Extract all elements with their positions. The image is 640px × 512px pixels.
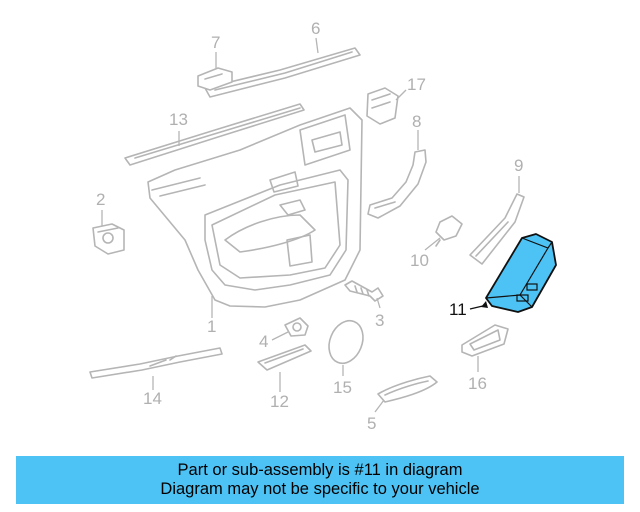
leader-5 xyxy=(374,399,385,413)
leader-4 xyxy=(271,331,289,341)
part-4-fastener xyxy=(284,317,309,337)
callout-12: 12 xyxy=(270,392,289,411)
callout-3: 3 xyxy=(375,311,384,330)
part-2-clip xyxy=(92,223,125,255)
callout-6: 6 xyxy=(311,19,320,38)
info-banner: Part or sub-assembly is #11 in diagram D… xyxy=(16,456,624,504)
leader-3 xyxy=(376,297,381,309)
part-11-switch-bezel xyxy=(485,233,557,313)
parts-diagram: 1 2 3 4 5 6 7 8 9 10 11 12 13 14 15 16 1… xyxy=(89,19,557,433)
banner-disclaimer: Diagram may not be specific to your vehi… xyxy=(160,480,480,498)
callout-16: 16 xyxy=(468,374,487,393)
callout-1: 1 xyxy=(207,317,216,336)
leader-6 xyxy=(315,37,319,54)
leader-17 xyxy=(395,89,407,101)
part-5-lens xyxy=(377,375,438,403)
part-17-switch xyxy=(366,87,399,125)
part-9-armrest-trim xyxy=(469,193,525,265)
callout-5: 5 xyxy=(367,414,376,433)
callout-13: 13 xyxy=(169,110,188,129)
part-7-bracket xyxy=(197,67,233,91)
callout-10: 10 xyxy=(410,251,429,270)
callout-8: 8 xyxy=(412,112,421,131)
part-6-belt-molding xyxy=(204,47,361,98)
leader-11-arrowhead xyxy=(481,301,488,308)
part-14-seal-strip xyxy=(89,347,223,379)
part-10-clip xyxy=(435,215,463,247)
callout-2: 2 xyxy=(96,190,105,209)
part-16-handle-housing xyxy=(461,324,509,357)
part-13-molding-strip xyxy=(124,103,305,166)
callout-7: 7 xyxy=(211,33,220,52)
part-15-speaker-grille xyxy=(328,319,364,365)
banner-part-message: Part or sub-assembly is #11 in diagram xyxy=(177,461,463,479)
leader-10 xyxy=(424,237,441,251)
part-3-screw xyxy=(344,280,384,302)
callout-9: 9 xyxy=(514,156,523,175)
callout-11: 11 xyxy=(449,300,467,319)
part-8-pull-handle xyxy=(367,149,427,219)
callout-14: 14 xyxy=(143,389,162,408)
part-1-door-trim-panel xyxy=(147,107,363,308)
callout-17: 17 xyxy=(407,75,426,94)
part-12-trim-piece xyxy=(257,344,312,371)
callout-15: 15 xyxy=(333,378,352,397)
callout-4: 4 xyxy=(259,332,268,351)
